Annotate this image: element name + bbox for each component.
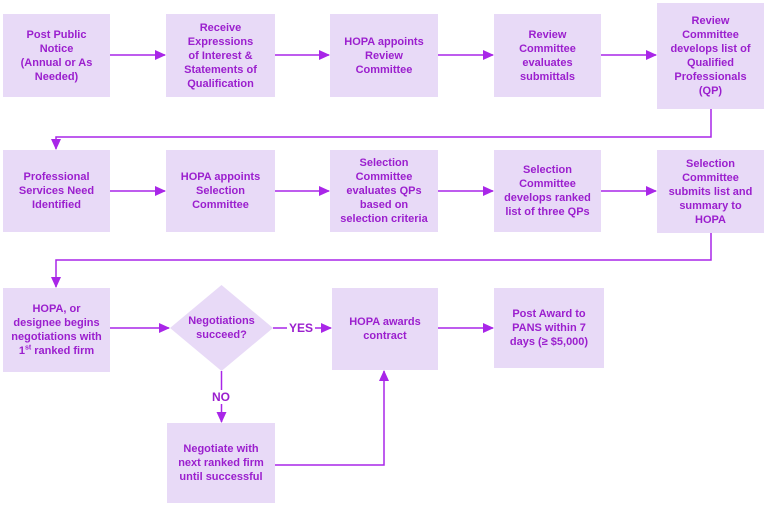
node-hopa-appoints-selection: HOPA appoints Selection Committee xyxy=(166,150,275,232)
edge-label-no: NO xyxy=(210,390,232,404)
arrow-row1-to-row2 xyxy=(51,109,712,150)
node-post-public-notice: Post Public Notice (Annual or As Needed) xyxy=(3,14,110,97)
decision-negotiations-succeed: Negotiations succeed? xyxy=(170,285,273,371)
node-services-need-identified: Professional Services Need Identified xyxy=(3,150,110,232)
superscript-st: st xyxy=(24,344,32,352)
node-begin-negotiations: HOPA, or designee begins negotiations wi… xyxy=(3,288,110,372)
node-hopa-appoints-review: HOPA appoints Review Committee xyxy=(330,14,438,97)
node-selection-submits-list: Selection Committee submits list and sum… xyxy=(657,150,764,233)
node-review-evaluates: Review Committee evaluates submittals xyxy=(494,14,601,97)
arrow-feedback-loop xyxy=(275,370,389,466)
edge-label-yes: YES xyxy=(286,321,316,335)
node-selection-ranked-list: Selection Committee develops ranked list… xyxy=(494,150,601,232)
node-negotiate-next-firm: Negotiate with next ranked firm until su… xyxy=(167,423,275,503)
node-selection-evaluates-qps: Selection Committee evaluates QPs based … xyxy=(330,150,438,232)
node-post-award-pans: Post Award to PANS within 7 days (≥ $5,0… xyxy=(494,288,604,368)
node-hopa-awards-contract: HOPA awards contract xyxy=(332,288,438,370)
node-review-develops-qp-list: Review Committee develops list of Qualif… xyxy=(657,3,764,109)
arrow-row2-to-row3 xyxy=(51,233,712,288)
node-receive-expressions: Receive Expressions of Interest & Statem… xyxy=(166,14,275,97)
